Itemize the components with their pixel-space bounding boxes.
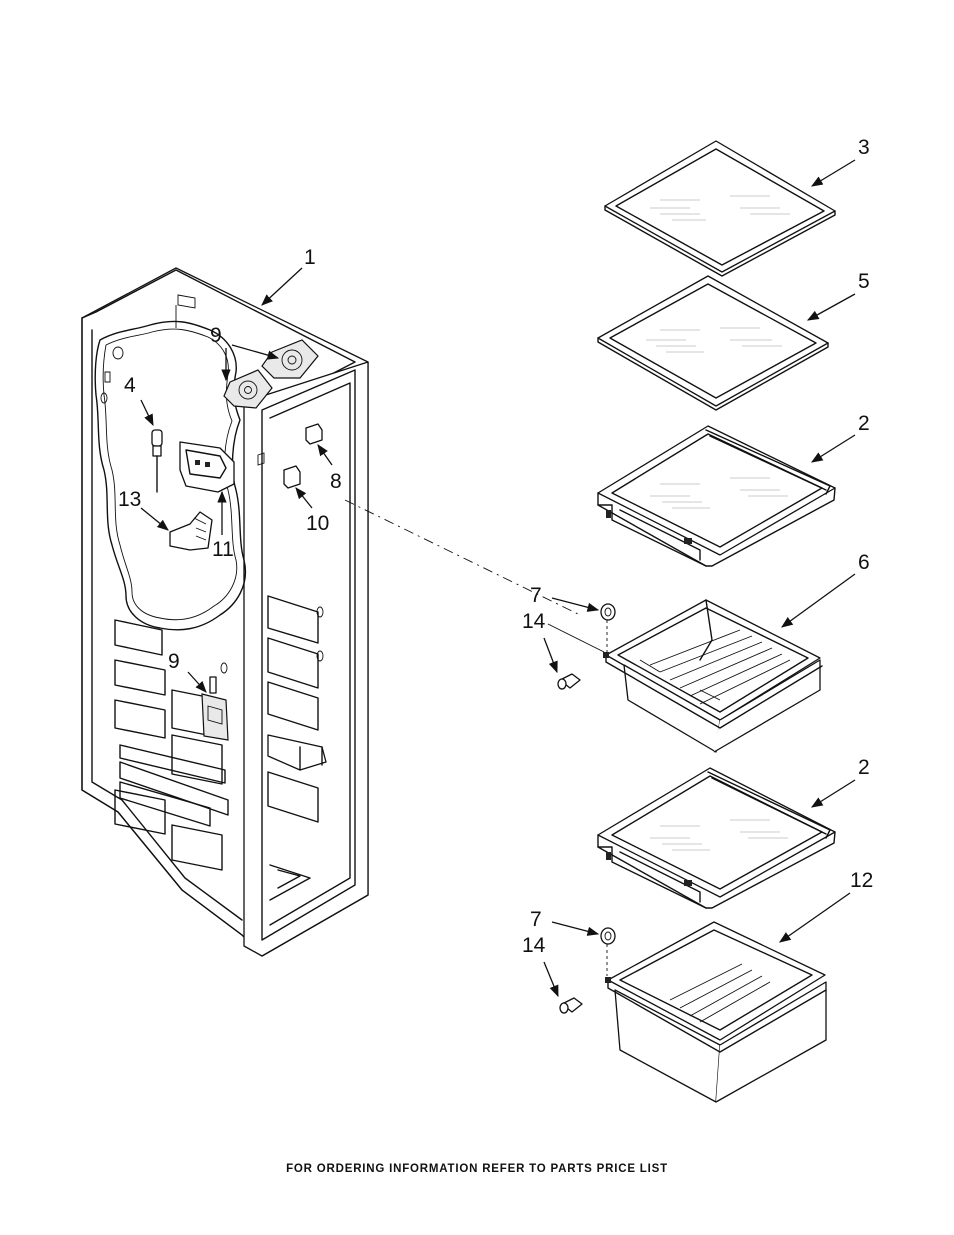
cabinet-liner	[81, 267, 369, 957]
crisper-drawer-12	[605, 921, 827, 1103]
callout-14-lower: 14	[522, 934, 546, 957]
glass-shelf-3	[604, 140, 836, 277]
fan-housing-lower	[201, 676, 229, 741]
light-housing	[179, 441, 235, 493]
shelf-2-upper	[597, 425, 836, 567]
callout-8: 8	[330, 470, 342, 493]
shelf-2-lower	[597, 767, 836, 909]
callout-9-top: 9	[210, 324, 222, 347]
callout-11: 11	[212, 538, 234, 561]
callout-7-lower: 7	[530, 908, 542, 931]
callout-2-upper: 2	[858, 412, 870, 435]
callout-6: 6	[858, 551, 870, 574]
callout-10: 10	[306, 512, 329, 535]
callout-2-lower: 2	[858, 756, 870, 779]
fan-housings-top	[223, 339, 319, 409]
callout-7-upper: 7	[530, 584, 542, 607]
small-parts	[557, 603, 616, 1014]
callout-4: 4	[124, 374, 136, 397]
clips	[283, 423, 323, 489]
callout-14-upper: 14	[522, 610, 546, 633]
callout-3: 3	[858, 136, 870, 159]
ordering-info-footer: FOR ORDERING INFORMATION REFER TO PARTS …	[286, 1163, 668, 1175]
callout-13: 13	[118, 488, 141, 511]
bracket	[169, 511, 213, 551]
callout-1: 1	[304, 246, 316, 269]
callout-9-lower: 9	[168, 650, 180, 673]
callout-5: 5	[858, 270, 870, 293]
crisper-drawer-6	[603, 599, 823, 753]
callout-labels: 1 3 5 2 6 2 12 9 4 13 11 9 8 10 7 14 7 1…	[118, 136, 873, 957]
glass-shelf-5	[597, 275, 829, 411]
leader-lines	[140, 159, 856, 998]
lamp-socket	[151, 429, 163, 493]
callout-12: 12	[850, 869, 873, 892]
